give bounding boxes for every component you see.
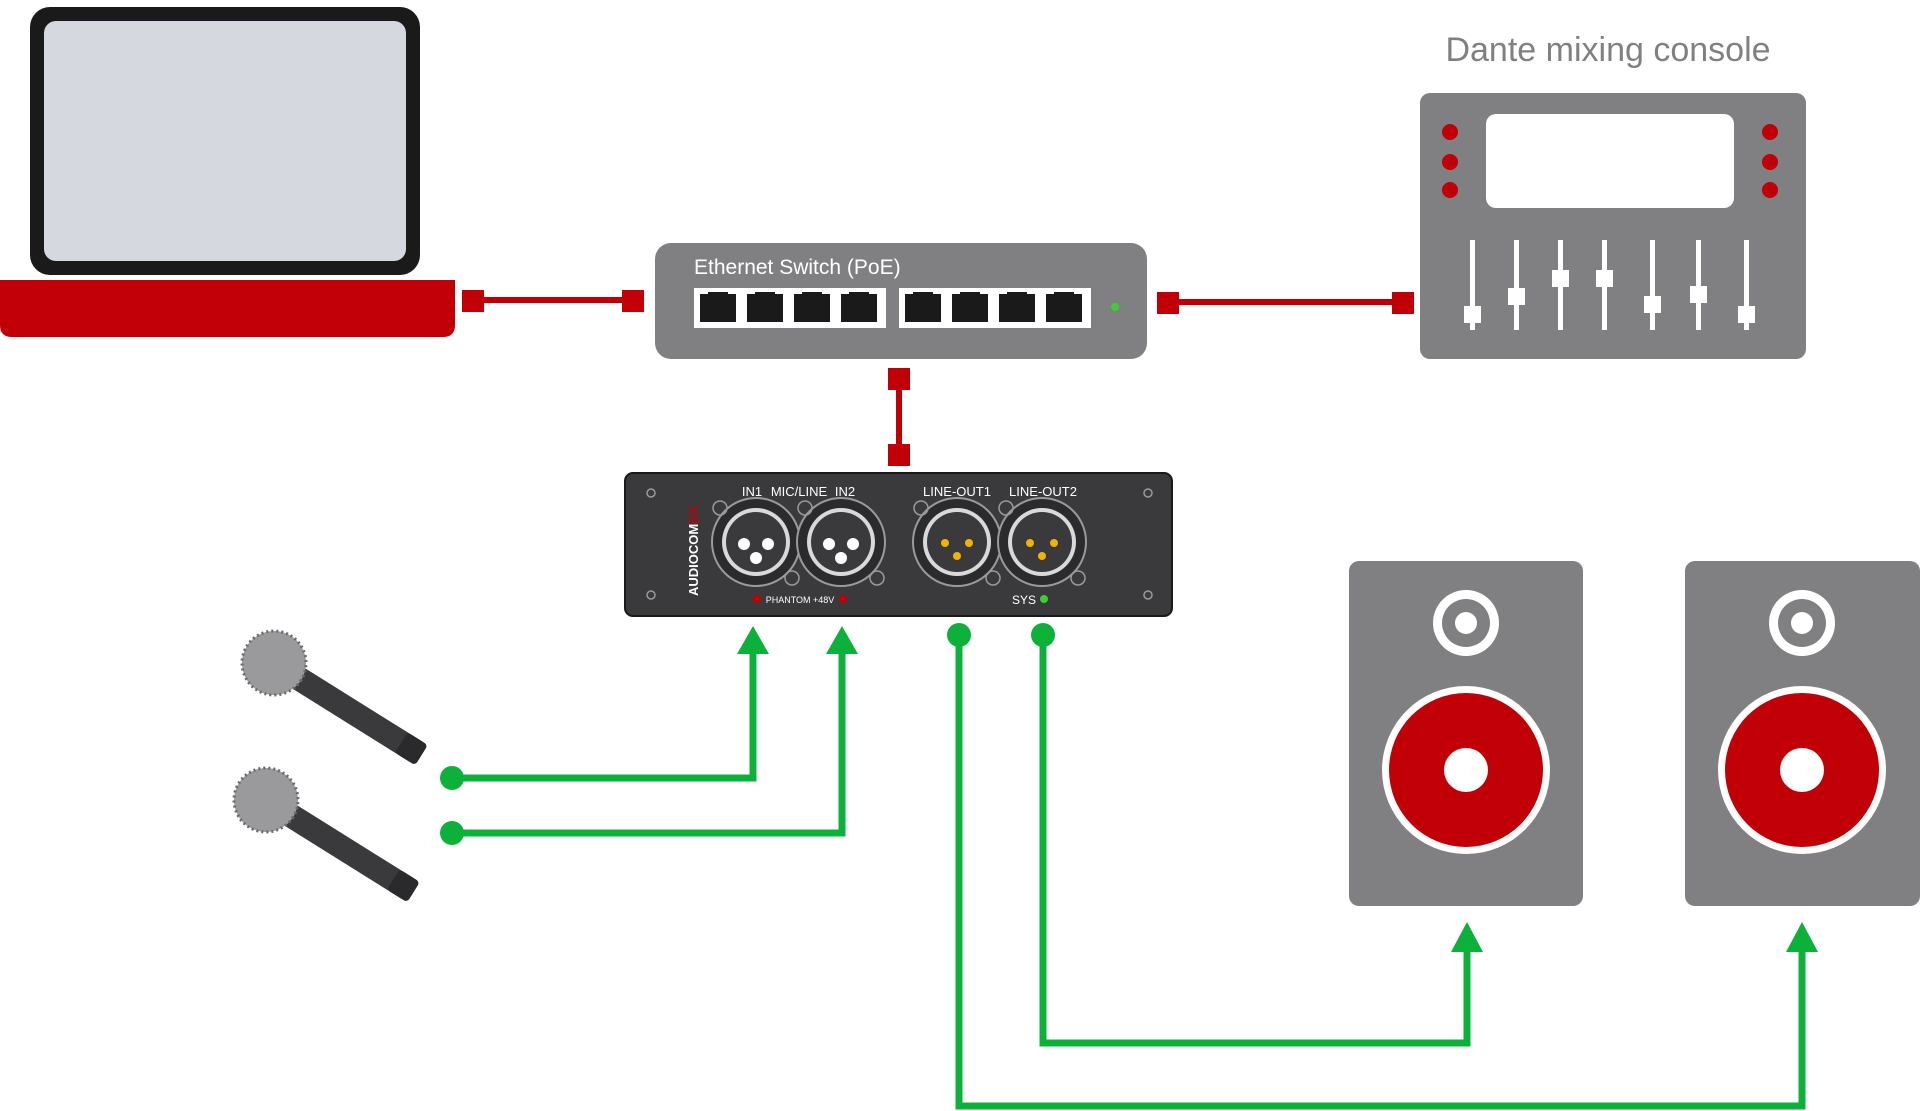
switch-status-led — [1111, 303, 1119, 311]
device-brand: AUDIOCOMDX — [686, 505, 701, 596]
console-title: Dante mixing console — [1445, 31, 1770, 69]
ethernet-switch-icon — [655, 243, 1147, 359]
label-line-out1: LINE-OUT1 — [923, 484, 991, 499]
mixing-console-icon — [1420, 93, 1806, 359]
label-sys: SYS — [1012, 593, 1036, 607]
audio-cable-mic2 — [440, 626, 858, 845]
label-mic-line: MIC/LINE — [771, 484, 828, 499]
xlr-input-1 — [711, 497, 801, 587]
label-in1: IN1 — [742, 484, 762, 499]
audio-interface-icon — [624, 472, 1173, 617]
ethernet-cable-laptop — [462, 290, 644, 312]
ethernet-cable-device — [888, 368, 910, 466]
label-line-out2: LINE-OUT2 — [1009, 484, 1077, 499]
xlr-output-1 — [912, 497, 1002, 587]
audio-cable-out1 — [947, 623, 1818, 1110]
audio-cable-out2 — [1031, 623, 1483, 1047]
laptop-icon — [0, 7, 455, 337]
phantom-led-2 — [839, 595, 847, 603]
label-in2: IN2 — [835, 484, 855, 499]
microphone-icon — [232, 766, 419, 901]
switch-label: Ethernet Switch (PoE) — [694, 256, 901, 279]
speaker-icon — [1349, 561, 1583, 906]
speaker-icon — [1685, 561, 1920, 906]
label-phantom: PHANTOM +48V — [766, 595, 835, 605]
sys-led — [1040, 595, 1048, 603]
xlr-input-2 — [796, 497, 886, 587]
microphone-icon — [240, 629, 427, 764]
xlr-output-2 — [997, 497, 1087, 587]
audio-cable-mic1 — [440, 626, 769, 790]
ethernet-cable-console — [1157, 292, 1414, 314]
phantom-led-1 — [753, 595, 761, 603]
